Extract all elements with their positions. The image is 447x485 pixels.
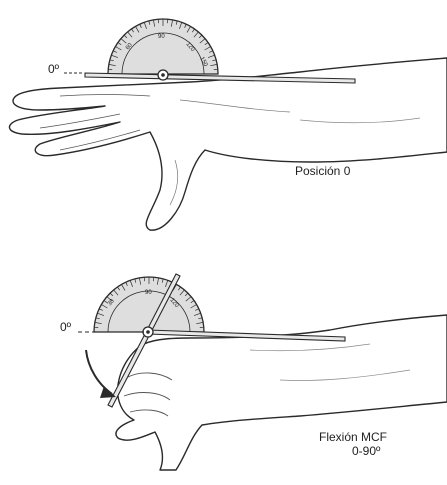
bottom-panel: 30 90 120 — [78, 274, 447, 470]
top-panel: 60 90 120 150 — [9, 19, 447, 230]
scale-label: 90 — [158, 34, 165, 40]
arrowhead-icon — [100, 386, 116, 398]
caption-position-zero: Posición 0 — [295, 164, 350, 178]
zero-label-bottom: 0º — [60, 320, 71, 334]
caption-flexion-line1: Flexión MCF — [319, 430, 387, 444]
zero-label-top: 0º — [48, 62, 59, 76]
flexion-arrow — [86, 350, 112, 394]
extended-hand — [9, 58, 447, 230]
caption-flexion-line2: 0-90º — [352, 444, 380, 458]
scale-label: 90 — [145, 290, 152, 296]
